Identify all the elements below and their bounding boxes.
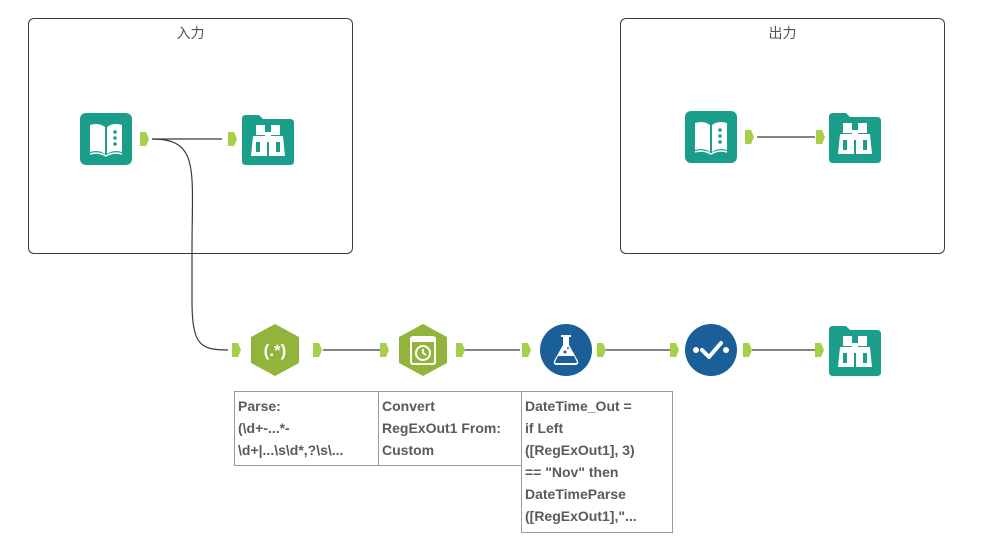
regex-icon-label: (.*) <box>264 341 287 360</box>
regex-tool[interactable]: (.*) <box>248 323 302 377</box>
output-anchor[interactable] <box>597 343 606 357</box>
formula-tool[interactable] <box>539 323 593 377</box>
input-anchor[interactable] <box>670 343 679 357</box>
binoculars-icon <box>829 326 881 376</box>
input-container-title: 入力 <box>176 26 205 42</box>
select-check-icon <box>685 324 737 376</box>
output-container[interactable]: 出力 <box>620 18 945 254</box>
binoculars-icon <box>242 115 294 165</box>
browse-tool[interactable] <box>828 110 882 164</box>
connection-input-regex <box>151 138 229 351</box>
output-container-title: 出力 <box>768 26 797 42</box>
datetime-annotation: Convert RegExOut1 From: Custom <box>378 391 522 466</box>
input-data-book-icon <box>80 113 132 165</box>
input-anchor[interactable] <box>815 343 824 357</box>
input-anchor[interactable] <box>228 132 237 146</box>
output-anchor[interactable] <box>140 132 149 146</box>
input-anchor[interactable] <box>522 343 531 357</box>
output-anchor[interactable] <box>456 343 465 357</box>
input-data-book-icon <box>685 111 737 163</box>
regex-annotation: Parse: (\d+-...*- \d+|...\s\d*,?\s\... <box>234 391 379 466</box>
browse-tool[interactable] <box>828 323 882 377</box>
input-anchor[interactable] <box>232 343 241 357</box>
formula-annotation: DateTime_Out = if Left ([RegExOut1], 3) … <box>521 391 673 533</box>
input-data-tool[interactable] <box>684 110 738 164</box>
input-anchor[interactable] <box>816 130 825 144</box>
datetime-icon <box>399 324 447 376</box>
output-anchor[interactable] <box>745 130 754 144</box>
input-anchor[interactable] <box>380 343 389 357</box>
regex-icon: (.*) <box>251 324 299 376</box>
binoculars-icon <box>829 113 881 163</box>
output-anchor[interactable] <box>743 343 752 357</box>
datetime-tool[interactable] <box>396 323 450 377</box>
browse-tool[interactable] <box>241 112 295 166</box>
output-anchor[interactable] <box>313 343 322 357</box>
input-data-tool[interactable] <box>79 112 133 166</box>
select-tool[interactable] <box>684 323 738 377</box>
formula-flask-icon <box>540 324 592 376</box>
